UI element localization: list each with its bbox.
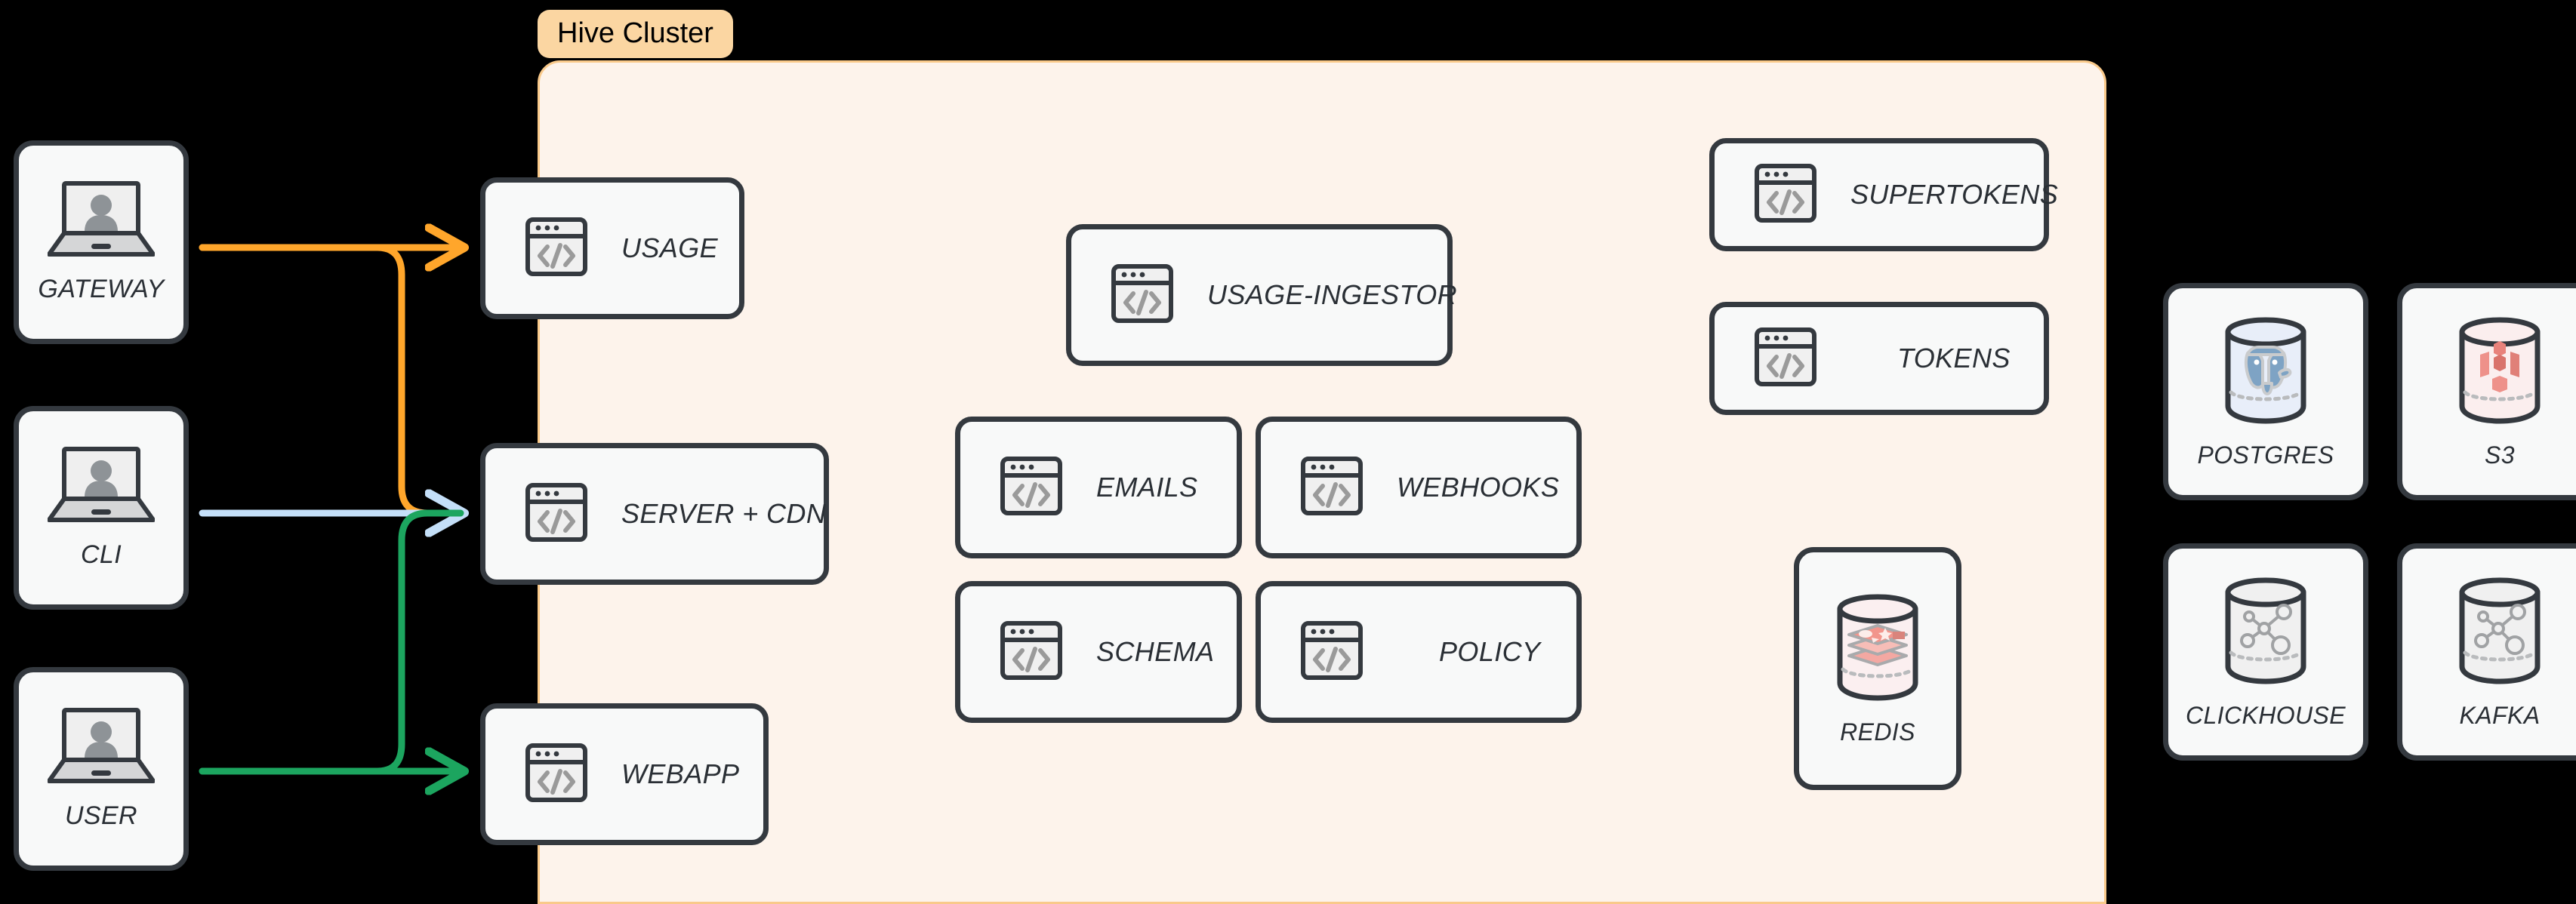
gateway-to-server-edge	[199, 244, 464, 517]
code-window-icon	[1000, 619, 1063, 686]
service-node-tokens[interactable]: TOKENS	[1709, 302, 2049, 415]
code-window-icon	[1754, 161, 1817, 229]
store-node-s3[interactable]: S3	[2397, 283, 2576, 500]
service-label: EMAILS	[1096, 472, 1198, 503]
graph-database-icon	[2448, 574, 2551, 688]
service-label: WEBAPP	[621, 758, 740, 789]
code-window-icon	[1000, 454, 1063, 521]
store-node-postgres[interactable]: POSTGRES	[2163, 283, 2368, 500]
s3-database-icon	[2448, 314, 2551, 428]
client-node-user[interactable]: USER	[14, 667, 189, 871]
service-label: USAGE-INGESTOR	[1207, 279, 1457, 310]
code-window-icon	[1300, 454, 1363, 521]
code-window-icon	[1300, 619, 1363, 686]
store-node-redis[interactable]: REDIS	[1794, 547, 1961, 790]
store-node-kafka[interactable]: KAFKA	[2397, 543, 2576, 761]
store-label: REDIS	[1840, 718, 1915, 746]
service-label: SCHEMA	[1096, 636, 1215, 667]
store-label: POSTGRES	[2197, 441, 2334, 469]
service-node-server-cdn[interactable]: SERVER + CDN	[480, 443, 829, 585]
client-node-gateway[interactable]: GATEWAY	[14, 140, 189, 344]
service-label: WEBHOOKS	[1397, 472, 1560, 503]
store-label: KAFKA	[2459, 702, 2541, 729]
store-label: CLICKHOUSE	[2185, 702, 2346, 729]
postgres-database-icon	[2214, 314, 2317, 428]
store-label: S3	[2485, 441, 2515, 469]
service-node-emails[interactable]: EMAILS	[955, 417, 1242, 558]
client-node-cli[interactable]: CLI	[14, 406, 189, 610]
user-to-server-edge	[199, 509, 464, 775]
service-label: SERVER + CDN	[621, 498, 827, 529]
service-node-webapp[interactable]: WEBAPP	[480, 703, 769, 845]
service-label: POLICY	[1439, 636, 1541, 667]
service-node-supertokens[interactable]: SUPERTOKENS	[1709, 138, 2058, 251]
service-label: USAGE	[621, 232, 719, 263]
service-node-schema[interactable]: SCHEMA	[955, 581, 1242, 723]
service-label: SUPERTOKENS	[1850, 179, 2059, 210]
code-window-icon	[1754, 325, 1817, 392]
laptop-user-icon	[47, 180, 156, 263]
service-label: TOKENS	[1897, 343, 2011, 374]
client-label: GATEWAY	[38, 275, 165, 303]
laptop-user-icon	[47, 707, 156, 789]
graph-database-icon	[2214, 574, 2317, 688]
code-window-icon	[525, 215, 588, 282]
client-label: USER	[64, 801, 138, 830]
service-node-policy[interactable]: POLICY	[1256, 581, 1582, 723]
service-node-webhooks[interactable]: WEBHOOKS	[1256, 417, 1582, 558]
code-window-icon	[1111, 262, 1174, 329]
redis-database-icon	[1826, 591, 1929, 705]
laptop-user-icon	[47, 446, 156, 528]
code-window-icon	[525, 481, 588, 548]
hive-cluster-badge: Hive Cluster	[538, 10, 733, 58]
client-label: CLI	[80, 540, 122, 569]
store-node-clickhouse[interactable]: CLICKHOUSE	[2163, 543, 2368, 761]
service-node-usage[interactable]: USAGE	[480, 177, 744, 319]
code-window-icon	[525, 741, 588, 808]
service-node-usage-ingestor[interactable]: USAGE-INGESTOR	[1066, 224, 1457, 366]
